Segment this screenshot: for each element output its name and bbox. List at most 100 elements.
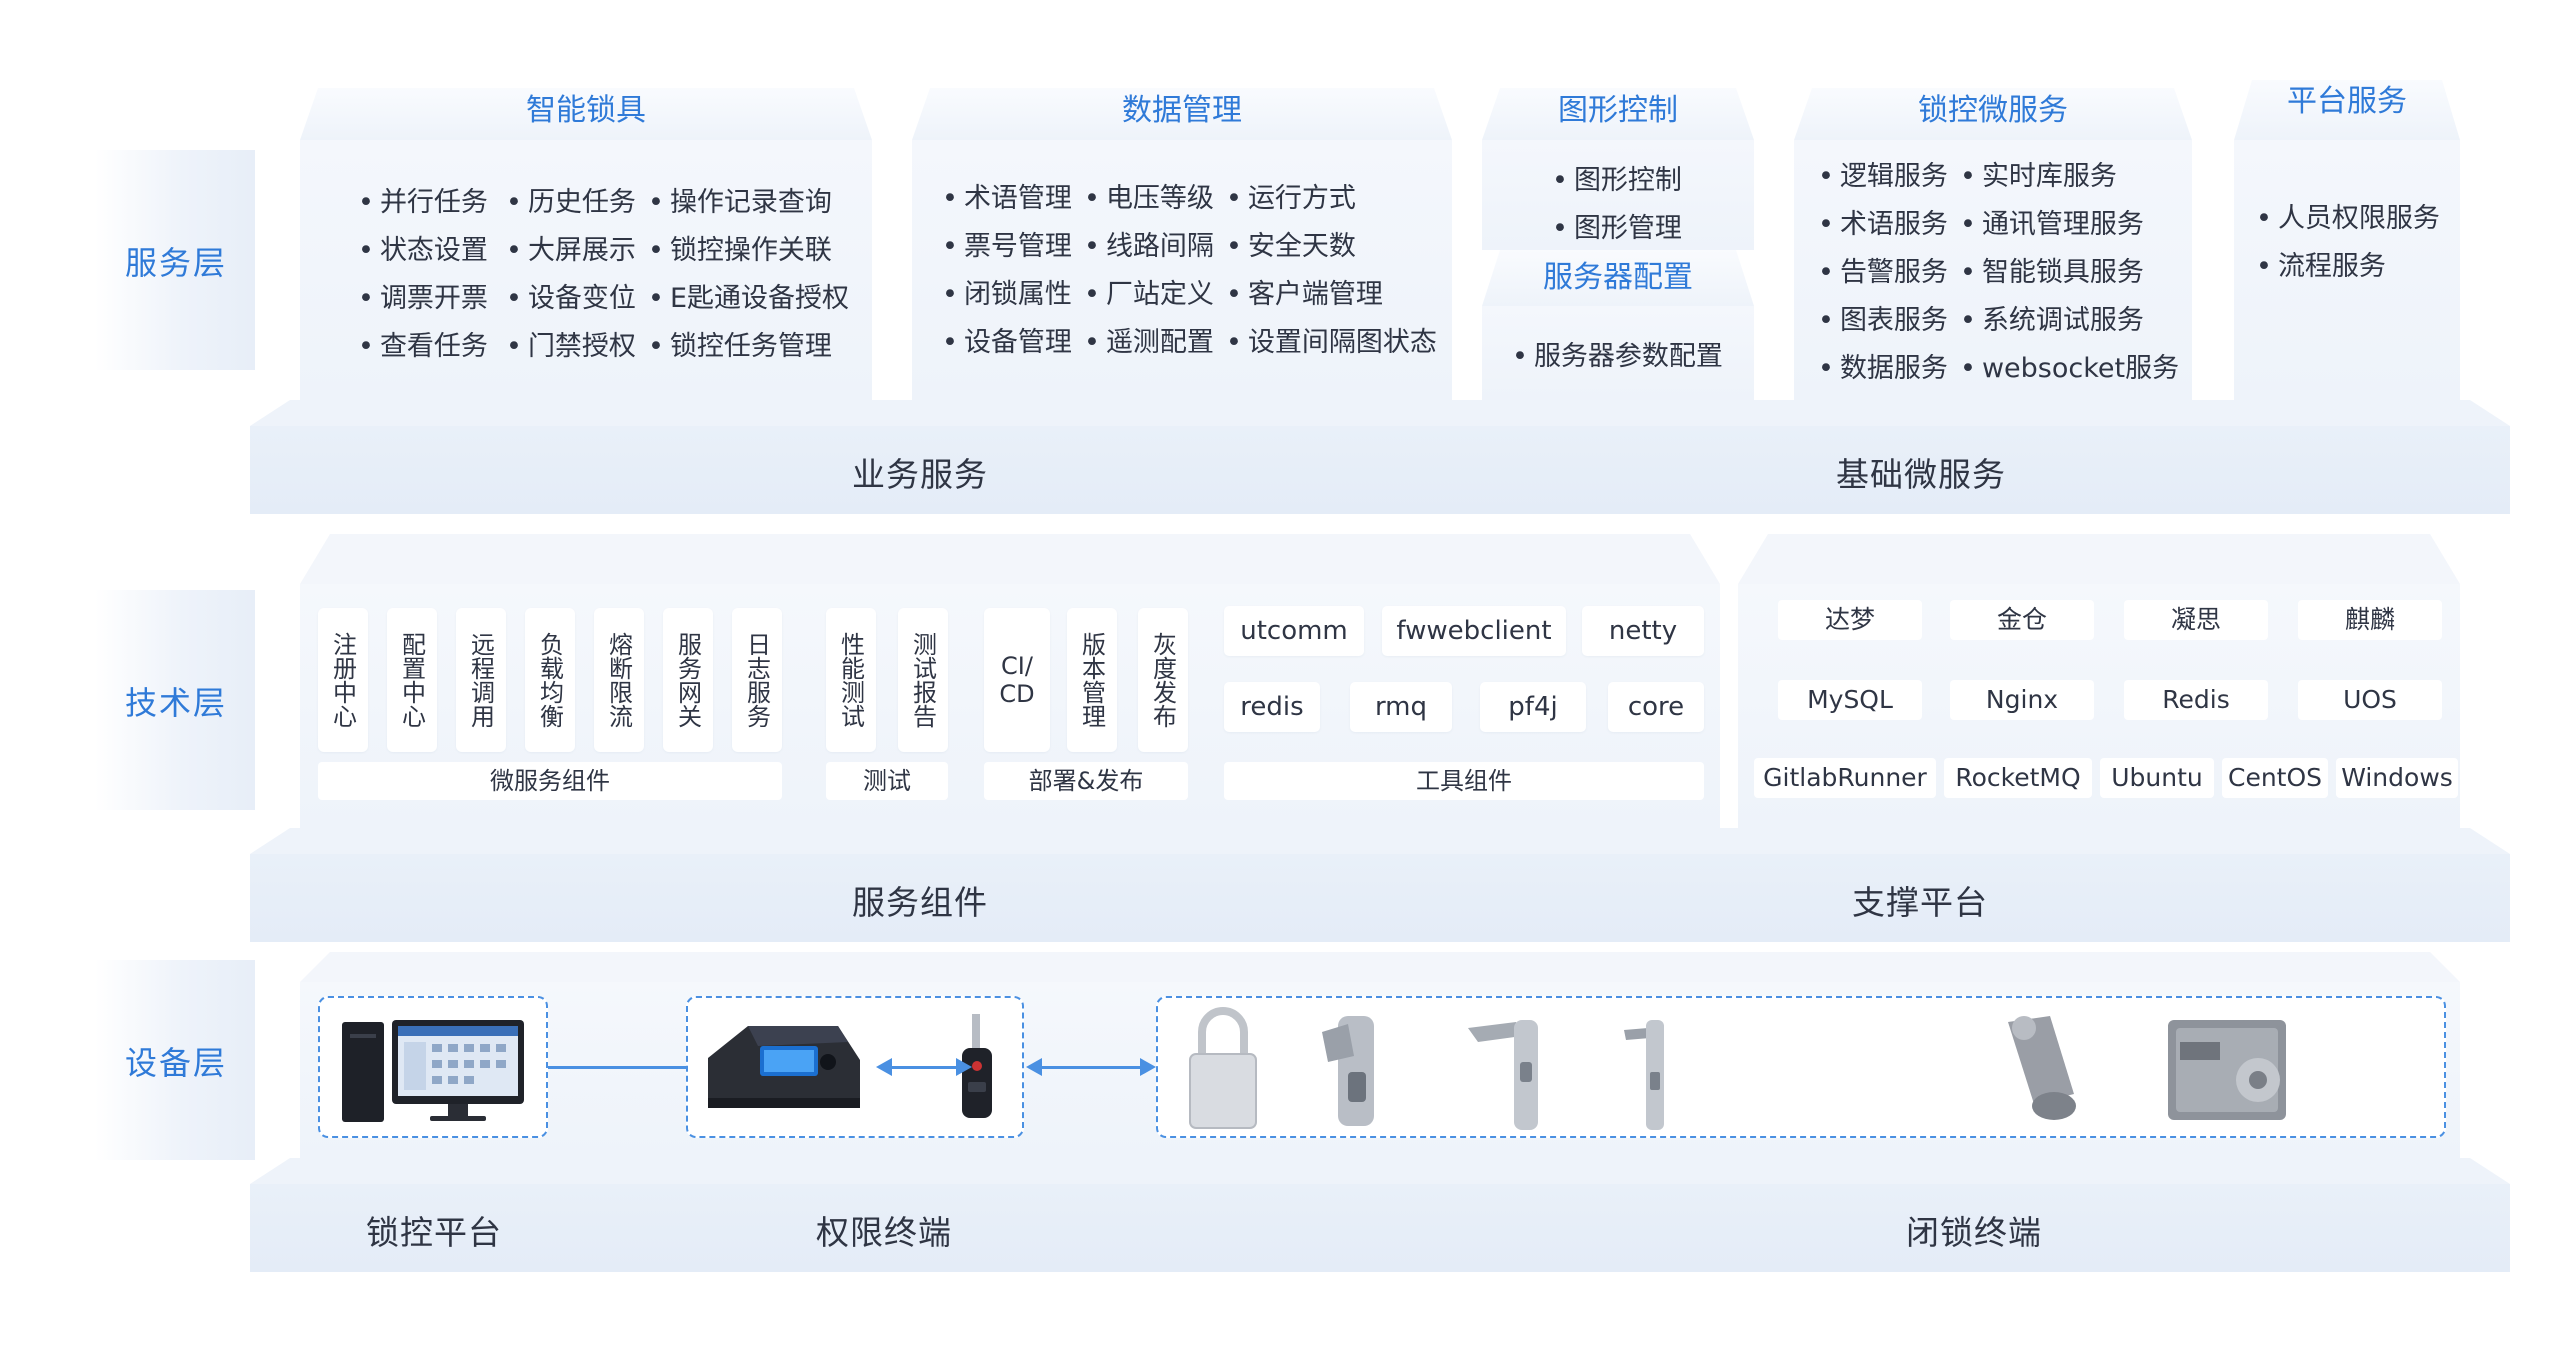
tool-item: core bbox=[1608, 682, 1704, 732]
micro-component-cell: 负载均衡 bbox=[525, 608, 575, 752]
test-cell: 测试报告 bbox=[898, 608, 948, 752]
smart-lock-item: 操作记录查询 bbox=[648, 180, 832, 219]
lock-micro-item: 告警服务 bbox=[1818, 250, 1948, 289]
deploy-ci-cell: CI/CD bbox=[984, 608, 1050, 752]
data-mgmt-item: 厂站定义 bbox=[1084, 272, 1214, 311]
support-item: Ubuntu bbox=[2100, 758, 2214, 798]
support-item: GitlabRunner bbox=[1754, 758, 1936, 798]
tool-item: pf4j bbox=[1480, 682, 1586, 732]
lock-platform-label: 锁控平台 bbox=[366, 1213, 502, 1252]
support-item: Nginx bbox=[1950, 680, 2094, 720]
deploy-caption: 部署&发布 bbox=[984, 762, 1188, 800]
device-panel-top bbox=[300, 952, 2460, 982]
lock-micro-item: 智能锁具服务 bbox=[1960, 250, 2144, 289]
business-slab-top bbox=[250, 400, 2510, 426]
components-slab-top bbox=[250, 828, 2510, 854]
data-mgmt-item: 票号管理 bbox=[942, 224, 1072, 263]
padlock-icon bbox=[1189, 1007, 1257, 1129]
deploy-ci-label: CI/CD bbox=[999, 652, 1035, 708]
smart-lock-card-head: 智能锁具 bbox=[300, 88, 872, 140]
lock-micro-item: 实时库服务 bbox=[1960, 154, 2117, 193]
micro-component-cell: 日志服务 bbox=[732, 608, 782, 752]
platform-item: 流程服务 bbox=[2256, 244, 2386, 283]
smart-lock-item: 门禁授权 bbox=[506, 324, 636, 363]
support-item: MySQL bbox=[1778, 680, 1922, 720]
key-dispenser-icon bbox=[708, 1026, 860, 1108]
support-item: 麒麟 bbox=[2298, 600, 2442, 640]
server-config-item: 服务器参数配置 bbox=[1512, 334, 1723, 373]
lock-platform-box bbox=[318, 996, 548, 1138]
device-slab: 锁控平台 权限终端 闭锁终端 bbox=[250, 1184, 2510, 1272]
computer-icon bbox=[342, 1020, 524, 1122]
graphic-title: 图形控制 bbox=[1558, 93, 1678, 128]
business-slab: 业务服务 基础微服务 bbox=[250, 426, 2510, 514]
device-slab-top bbox=[250, 1158, 2510, 1184]
micro-component-cell: 熔断限流 bbox=[594, 608, 644, 752]
smart-lock-item: 状态设置 bbox=[358, 228, 488, 267]
components-slab: 服务组件 支撑平台 bbox=[250, 854, 2510, 942]
tech-layer-ribbon bbox=[95, 590, 255, 810]
server-config-card: 服务器参数配置 bbox=[1482, 306, 1754, 400]
tech-right-panel-top bbox=[1738, 534, 2460, 584]
lock-micro-item: 逻辑服务 bbox=[1818, 154, 1948, 193]
test-caption: 测试 bbox=[826, 762, 948, 800]
smart-lock-item: 查看任务 bbox=[358, 324, 488, 363]
tool-item: rmq bbox=[1350, 682, 1452, 732]
service-layer-label: 服务层 bbox=[125, 244, 228, 282]
platform-item: 人员权限服务 bbox=[2256, 196, 2440, 235]
support-item: 达梦 bbox=[1778, 600, 1922, 640]
data-mgmt-item: 线路间隔 bbox=[1084, 224, 1214, 263]
smart-lock-item: 并行任务 bbox=[358, 180, 488, 219]
server-config-card-head: 服务器配置 bbox=[1482, 250, 1754, 306]
connector-line bbox=[890, 1066, 958, 1069]
connector-line bbox=[548, 1066, 686, 1069]
data-mgmt-item: 遥测配置 bbox=[1084, 320, 1214, 359]
support-item: RocketMQ bbox=[1944, 758, 2092, 798]
deploy-cell: 灰度发布 bbox=[1138, 608, 1188, 752]
data-mgmt-card: 术语管理 票号管理 闭锁属性 设备管理 电压等级 线路间隔 厂站定义 遥测配置 … bbox=[912, 140, 1452, 400]
cylinder-lock-icon bbox=[2008, 1016, 2076, 1120]
graphic-card-head: 图形控制 bbox=[1482, 88, 1754, 140]
lock-micro-item: 数据服务 bbox=[1818, 346, 1948, 385]
lock-micro-item: 系统调试服务 bbox=[1960, 298, 2144, 337]
tech-left-panel-top bbox=[300, 534, 1720, 584]
micro-component-cell: 配置中心 bbox=[387, 608, 437, 752]
support-item: Windows bbox=[2336, 758, 2458, 798]
basic-micro-label: 基础微服务 bbox=[1836, 455, 2006, 494]
support-item: 金仓 bbox=[1950, 600, 2094, 640]
lock-micro-card-head: 锁控微服务 bbox=[1794, 88, 2192, 140]
cabinet-lock-icon bbox=[1322, 1016, 1374, 1126]
platform-card-head: 平台服务 bbox=[2234, 80, 2460, 140]
arrow-left-icon bbox=[1026, 1058, 1042, 1076]
micro-component-caption: 微服务组件 bbox=[318, 762, 782, 800]
data-mgmt-title: 数据管理 bbox=[1122, 93, 1242, 128]
arrow-right-icon bbox=[956, 1058, 972, 1076]
smart-lock-item: 大屏展示 bbox=[506, 228, 636, 267]
support-item: CentOS bbox=[2222, 758, 2328, 798]
lock-micro-item: 术语服务 bbox=[1818, 202, 1948, 241]
connector-line bbox=[1040, 1066, 1140, 1069]
auth-terminal-label: 权限终端 bbox=[816, 1213, 952, 1252]
handle-lock-icon bbox=[1468, 1020, 1538, 1130]
tool-item: fwwebclient bbox=[1382, 606, 1566, 656]
micro-component-cell: 远程调用 bbox=[456, 608, 506, 752]
door-lock-icon bbox=[2168, 1020, 2286, 1120]
smart-lock-item: 历史任务 bbox=[506, 180, 636, 219]
support-item: 凝思 bbox=[2124, 600, 2268, 640]
smart-lock-item: 设备变位 bbox=[506, 276, 636, 315]
device-layer-ribbon bbox=[95, 960, 255, 1160]
support-platform-label: 支撑平台 bbox=[1852, 883, 1988, 922]
smart-lock-item: 调票开票 bbox=[358, 276, 488, 315]
smart-lock-item: 锁控操作关联 bbox=[648, 228, 832, 267]
service-layer-ribbon bbox=[95, 150, 255, 370]
platform-title: 平台服务 bbox=[2287, 84, 2407, 119]
micro-component-cell: 服务网关 bbox=[663, 608, 713, 752]
lock-micro-title: 锁控微服务 bbox=[1918, 93, 2068, 128]
support-item: UOS bbox=[2298, 680, 2442, 720]
arrow-left-icon bbox=[876, 1058, 892, 1076]
data-mgmt-item: 设备管理 bbox=[942, 320, 1072, 359]
data-mgmt-item: 术语管理 bbox=[942, 176, 1072, 215]
data-mgmt-item: 闭锁属性 bbox=[942, 272, 1072, 311]
tools-caption: 工具组件 bbox=[1224, 762, 1704, 800]
smart-lock-title: 智能锁具 bbox=[526, 93, 646, 128]
